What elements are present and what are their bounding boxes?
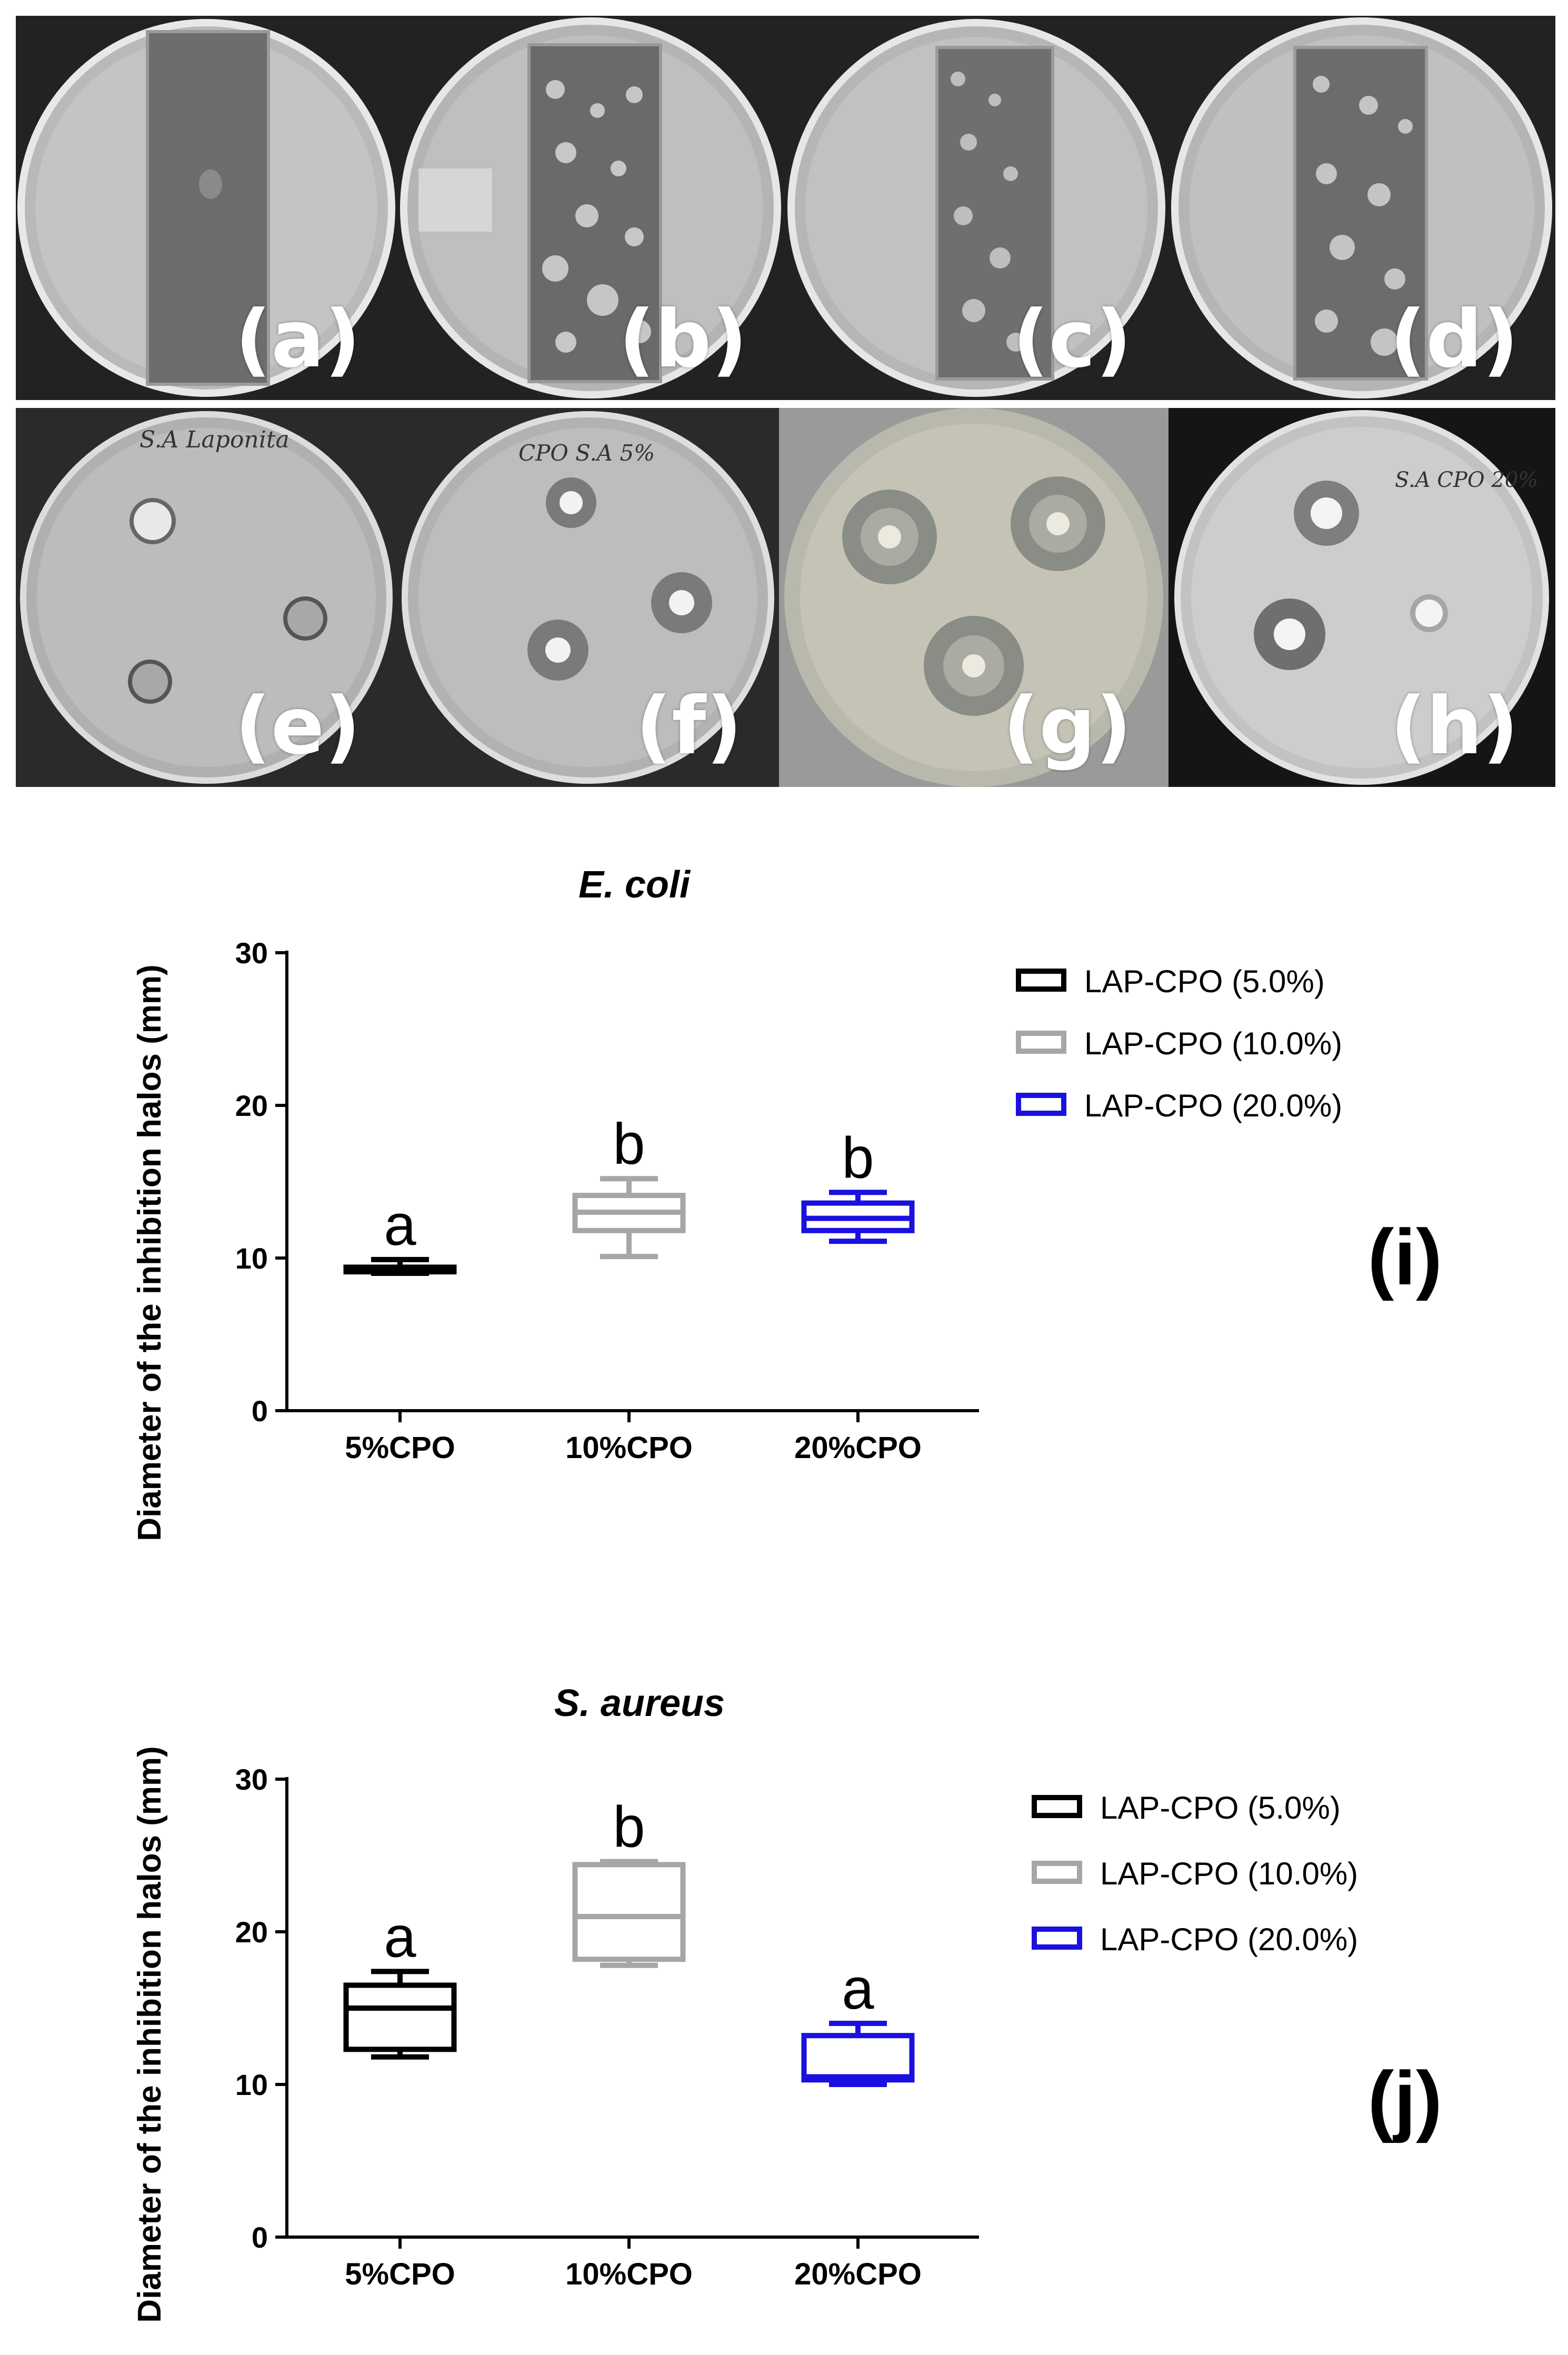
petri-dish-film-a <box>16 16 397 400</box>
y-tick-label: 0 <box>252 2221 268 2254</box>
photo-panel-c: (c) <box>784 16 1168 400</box>
significance-letter: b <box>613 1112 645 1176</box>
x-tick-label: 20%CPO <box>794 2257 922 2291</box>
legend-swatch <box>1032 1927 1082 1950</box>
legend-label: LAP-CPO (10.0%) <box>1100 1856 1358 1891</box>
legend-swatch <box>1016 1031 1066 1054</box>
legend-label: LAP-CPO (20.0%) <box>1100 1922 1358 1957</box>
y-tick-label: 0 <box>252 1394 268 1428</box>
x-tick-label: 10%CPO <box>565 2257 693 2291</box>
petri-dish-film-d <box>1168 16 1555 400</box>
x-tick-label: 5%CPO <box>345 1431 455 1465</box>
panel-label: (i) <box>1367 1213 1442 1301</box>
photo-grid: (a) (b) <box>0 0 1568 790</box>
y-tick-label: 20 <box>235 1089 268 1122</box>
x-tick-label: 20%CPO <box>794 1431 922 1465</box>
handwriting: S.A Laponita <box>139 426 289 453</box>
legend-swatch <box>1016 1093 1066 1116</box>
significance-letter: a <box>384 1904 416 1969</box>
photo-panel-label: (b) <box>618 294 747 385</box>
legend-label: LAP-CPO (5.0%) <box>1100 1790 1341 1825</box>
y-tick-label: 10 <box>235 1242 268 1275</box>
y-tick-label: 20 <box>235 1915 268 1949</box>
photo-panel-label: (d) <box>1390 294 1519 385</box>
x-tick-label: 10%CPO <box>565 1431 693 1465</box>
photo-panel-g: (g) <box>779 408 1168 787</box>
photo-panel-label: (f) <box>635 681 742 772</box>
box-2 <box>572 1859 686 1968</box>
petri-dish-disc-e: S.A Laponita <box>16 408 397 787</box>
photo-panel-label: (c) <box>1012 294 1132 385</box>
legend-swatch <box>1032 1861 1082 1884</box>
box-iqr <box>343 1982 457 2052</box>
significance-letter: b <box>613 1795 645 1860</box>
box-1 <box>343 1969 457 2060</box>
photo-panel-d: (d) <box>1168 16 1555 400</box>
photo-panel-a: (a) <box>16 16 397 400</box>
chart-title: S. aureus <box>554 1682 725 1724</box>
y-axis-label: Diameter of the inhibition halos (mm) <box>132 964 168 1541</box>
photo-panel-label: (h) <box>1390 681 1519 772</box>
handwriting: S.A CPO 20% <box>1395 468 1538 492</box>
petri-dish-film-b <box>397 16 784 400</box>
box-3 <box>801 1190 915 1244</box>
legend-label: LAP-CPO (5.0%) <box>1084 964 1325 999</box>
x-tick-label: 5%CPO <box>345 2257 455 2291</box>
petri-dish-disc-g <box>779 408 1168 787</box>
legend-swatch <box>1016 969 1066 992</box>
petri-dish-disc-h: S.A CPO 20% <box>1168 408 1555 787</box>
box-iqr <box>801 2033 915 2083</box>
y-tick-label: 10 <box>235 2068 268 2101</box>
photo-panel-label: (a) <box>235 294 361 385</box>
significance-letter: a <box>384 1193 416 1258</box>
photo-panel-e: S.A Laponita (e) <box>16 408 397 787</box>
legend-label: LAP-CPO (10.0%) <box>1084 1026 1342 1061</box>
chart-title: E. coli <box>578 864 691 906</box>
box-2 <box>572 1176 686 1260</box>
photo-panel-h: S.A CPO 20% (h) <box>1168 408 1555 787</box>
photo-panel-label: (g) <box>1003 681 1132 772</box>
photo-panel-b: (b) <box>397 16 784 400</box>
handwriting: CPO S.A 5% <box>518 440 655 466</box>
petri-dish-disc-f: CPO S.A 5% <box>397 408 779 787</box>
box-iqr <box>572 1862 686 1962</box>
photo-panel-f: CPO S.A 5% (f) <box>397 408 779 787</box>
box-1 <box>343 1256 457 1276</box>
y-axis-label: Diameter of the inhibition halos (mm) <box>132 1746 168 2322</box>
box-3 <box>801 2021 915 2087</box>
significance-letter: a <box>842 1957 874 2021</box>
panel-label: (j) <box>1367 2055 1442 2143</box>
legend-swatch <box>1032 1795 1082 1818</box>
petri-dish-film-c <box>784 16 1168 400</box>
photo-panel-label: (e) <box>235 681 361 772</box>
y-tick-label: 30 <box>235 936 268 970</box>
legend-label: LAP-CPO (20.0%) <box>1084 1088 1342 1123</box>
y-tick-label: 30 <box>235 1763 268 1796</box>
significance-letter: b <box>842 1125 874 1190</box>
